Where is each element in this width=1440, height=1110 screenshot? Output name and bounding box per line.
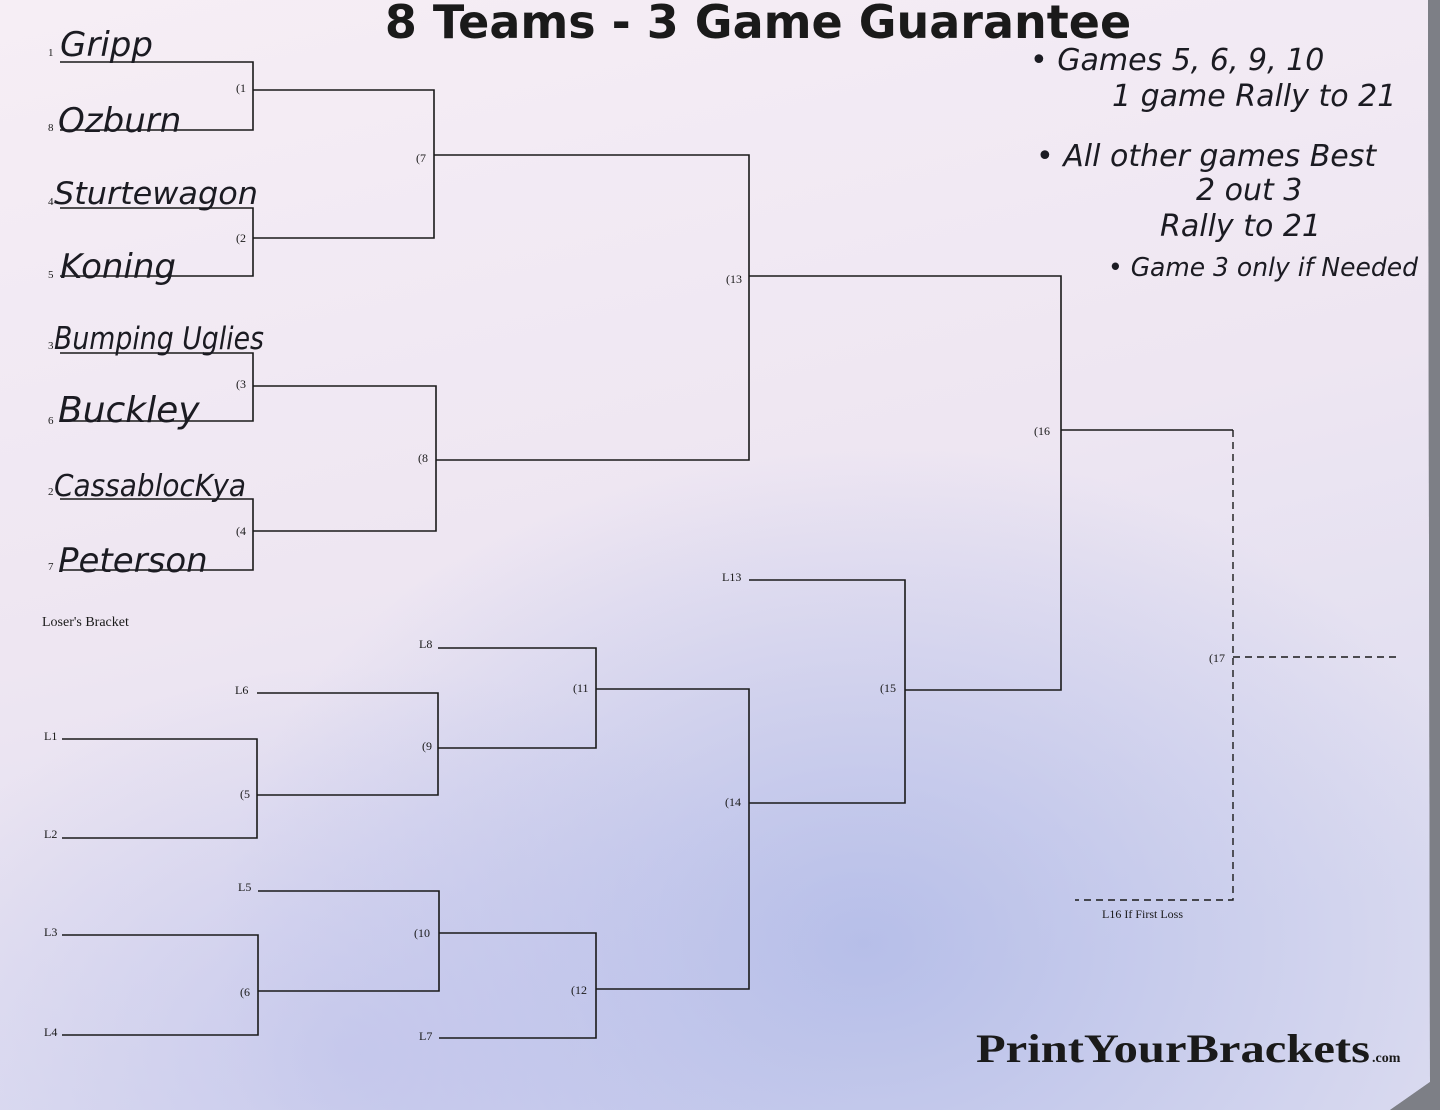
loser-slot: L2 [44,827,57,841]
loser-slot: L8 [419,637,432,651]
game-label: (7 [416,151,426,165]
game-label: (1 [236,81,246,95]
note-line: Rally to 21 [1160,209,1321,244]
game-label: (2 [236,231,246,245]
losers-bracket-lines [62,579,906,1039]
seed-number: 7 [48,561,54,573]
game-label: (5 [240,787,250,801]
seed-number: 8 [48,122,54,134]
team-name: Sturtewagon [54,176,258,212]
seed-number: 2 [48,486,54,498]
note-line: 2 out 3 [1196,173,1302,208]
brand-suffix: .com [1372,1051,1401,1066]
game-label: (14 [725,795,741,809]
note-line: • Game 3 only if Needed [1108,253,1418,283]
loser-slot: L5 [238,880,251,894]
team-name: Buckley [58,390,200,431]
game-label: (10 [414,926,430,940]
game-label: (15 [880,681,896,695]
team-name: Peterson [58,541,208,581]
game-label: (8 [418,451,428,465]
loser-slot: L1 [44,729,57,743]
loser-slot: L7 [419,1029,432,1043]
seed-number: 1 [48,47,54,59]
seed-number: 6 [48,415,54,427]
loser-slot: L3 [44,925,57,939]
brand-name: PrintYourBrackets [976,1026,1370,1071]
game-label: (12 [571,983,587,997]
winners-bracket-lines [60,61,1398,901]
team-name: Koning [60,247,176,287]
loser-slot: L13 [722,570,741,584]
game-label: (11 [573,681,589,695]
loser-slot: L6 [235,683,248,697]
game-label: (13 [726,272,742,286]
seed-number: 5 [48,269,54,281]
team-name: Ozburn [58,101,181,141]
team-name: Gripp [60,25,153,65]
note-line: • Games 5, 6, 9, 10 [1030,43,1324,78]
handwritten-notes: • Games 5, 6, 9, 10 1 game Rally to 21 •… [1030,43,1418,283]
game-label: (17 [1209,651,1225,665]
note-line: • All other games Best [1036,139,1377,174]
game-label: (9 [422,739,432,753]
brand-logo: PrintYourBrackets .com [976,1026,1401,1071]
seed-number: 4 [48,196,54,208]
game-label: (6 [240,985,250,999]
note-line: 1 game Rally to 21 [1112,79,1396,114]
game-label: (16 [1034,424,1050,438]
game-label: (4 [236,524,246,538]
team-name: Bumping Uglies [54,321,264,357]
team-name: CassablocKya [54,469,246,504]
game-label: (3 [236,377,246,391]
losers-bracket-title: Loser's Bracket [42,615,129,630]
loser-slot: L4 [44,1025,57,1039]
seed-number: 3 [48,340,54,352]
sheet-title: 8 Teams - 3 Game Guarantee [385,0,1131,49]
final-loss-note: L16 If First Loss [1102,907,1183,921]
